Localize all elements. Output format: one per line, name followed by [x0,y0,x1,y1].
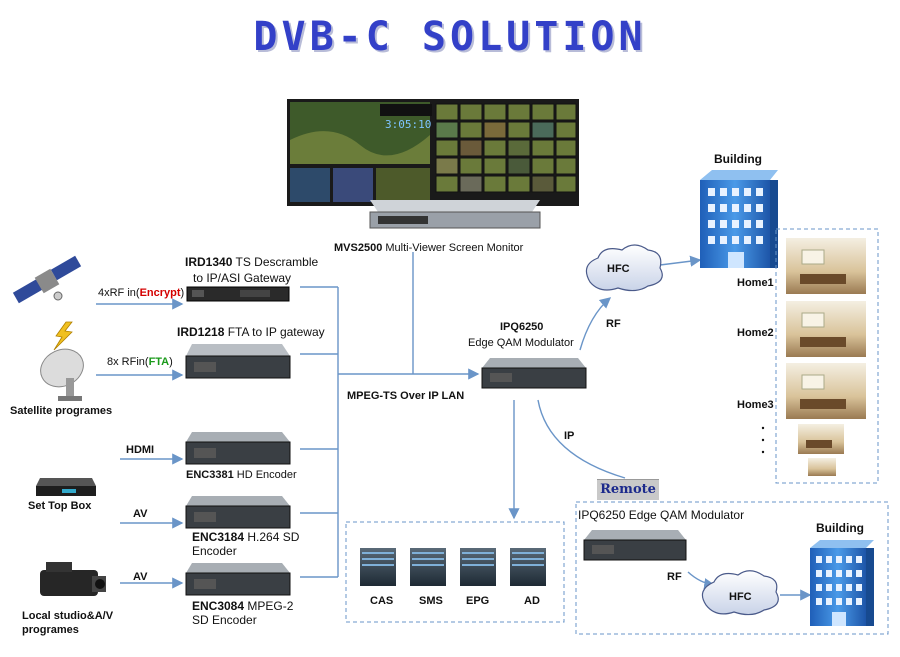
rf-encrypt-label: 4xRF in(Encrypt) [98,287,185,299]
lan-label: MPEG-TS Over IP LAN [347,390,465,402]
ipq6250-label-line2: Edge QAM Modulator [468,337,574,349]
hdmi-label: HDMI [126,444,155,456]
rf-fta-label: 8x RFin(FTA) [107,356,173,368]
home1-image [786,238,866,294]
ip-label: IP [564,430,575,442]
home2-image [786,301,866,357]
rf-label-2: RF [667,571,682,583]
rf-link-1 [579,297,612,351]
remote-badge: Remote [597,479,659,500]
ird1218-label: IRD1218 FTA to IP gateway [177,325,325,339]
home2-label: Home2 [737,327,774,339]
enc3084-label-line2: SD Encoder [192,613,257,627]
ird1340-label-line1: IRD1340 TS Descramble [185,255,319,269]
remote-building-icon [810,540,874,626]
more-homes-dots [761,426,765,454]
main-building-icon [700,170,778,268]
ipq6250-label-line1: IPQ6250 [500,321,544,333]
home1-label: Home1 [737,277,774,289]
rf-link-2 [687,571,716,590]
mvs2500-label: MVS2500 Multi-Viewer Screen Monitor [334,242,524,254]
enc3184-label-line1: ENC3184 H.264 SD [192,530,300,544]
enc3084-device [185,563,291,596]
multiviewer-screen: 3:05:10 [287,99,579,206]
ip-link [537,399,626,479]
mvs2500-unit [369,200,541,229]
satellite-icon [12,255,82,304]
ipq6250-remote-device [583,530,687,561]
studio-label-line2: programes [22,624,79,636]
server-sms-label: SMS [419,595,443,607]
remote-building-label: Building [816,521,864,535]
lightning-icon [53,321,73,351]
hfc-building-link [659,255,702,267]
enc3084-label-line1: ENC3084 MPEG-2 [192,599,294,613]
lan-bus [300,286,480,578]
enc3381-label: ENC3381 HD Encoder [186,469,297,481]
hfc-cloud-2 [701,570,779,616]
server-ad-label: AD [524,595,540,607]
rf-label-1: RF [606,318,621,330]
main-building-label: Building [714,152,762,166]
home3-label: Home3 [737,399,774,411]
home4-image [798,424,844,454]
camcorder-icon [40,562,106,596]
av-label-1: AV [133,508,148,520]
satellite-label: Satellite programes [10,405,113,417]
remote-group [575,501,889,635]
homes-group [775,228,879,484]
satellite-dish-icon [40,348,84,401]
ird1218-device [185,344,291,379]
ipq6250-remote-label: IPQ6250 Edge QAM Modulator [578,508,745,522]
home3-image [786,363,866,419]
set-top-box-icon [36,478,96,496]
ird1340-device [186,286,290,302]
enc3184-device [185,496,291,529]
server-cas-icon [360,548,396,586]
enc3381-device [185,432,291,465]
server-group [345,521,565,623]
home5-image [808,458,836,476]
server-sms-icon [410,548,446,586]
ird1340-label-line2: to IP/ASI Gateway [193,271,292,285]
hfc-label-1: HFC [607,263,630,275]
hfc-label-2: HFC [729,591,752,603]
server-ad-icon [510,548,546,586]
monitor-clock: 3:05:10 [385,118,431,131]
av-label-2: AV [133,571,148,583]
enc3184-label-line2: Encoder [192,544,237,558]
server-epg-icon [460,548,496,586]
page-title: DVB-C SOLUTION [253,14,647,60]
studio-label-line1: Local studio&A/V [22,610,114,622]
server-cas-label: CAS [370,595,394,607]
ipq6250-device [481,358,587,389]
server-epg-label: EPG [466,595,490,607]
set-top-box-label: Set Top Box [28,500,92,512]
hfc-cloud-1 [585,244,663,292]
